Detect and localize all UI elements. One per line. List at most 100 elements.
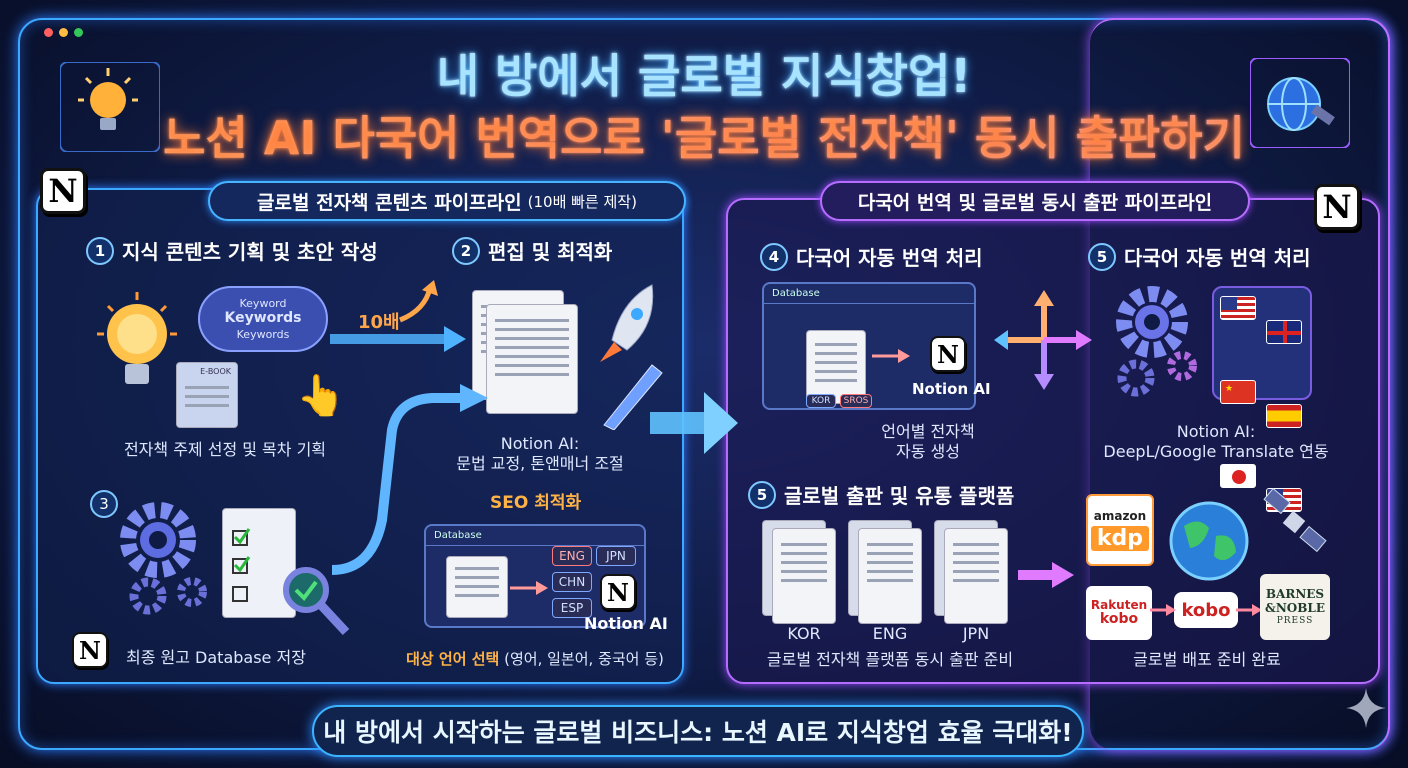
gear-icon xyxy=(1116,286,1197,397)
checklist-document xyxy=(222,508,296,618)
china-flag-icon: ★ xyxy=(1220,380,1256,404)
step5b-caption: 글로벌 전자책 플랫폼 동시 출판 준비 xyxy=(766,650,1014,669)
lightbulb-icon xyxy=(60,62,160,152)
gear-icon xyxy=(120,502,207,615)
step-number: 4 xyxy=(760,242,788,271)
step5a-caption: Notion AI: DeepL/Google Translate 연동 xyxy=(1076,422,1356,462)
green-dot xyxy=(74,28,83,37)
amazon-text: amazon xyxy=(1093,509,1147,523)
red-dot xyxy=(44,28,53,37)
db-caption: 대상 언어 선택 (영어, 일본어, 중국어 등) xyxy=(390,650,680,669)
bn-text2: &NOBLE xyxy=(1265,600,1325,615)
step-title: 다국어 자동 번역 처리 xyxy=(796,246,983,270)
sparkle-icon xyxy=(1346,688,1386,728)
language-tag: KOR xyxy=(806,394,836,408)
language-tag: JPN xyxy=(596,546,636,566)
barnes-noble-press-logo: BARNES &NOBLE PRESS xyxy=(1260,574,1330,640)
step5a-caption-line2: DeepL/Google Translate 연동 xyxy=(1103,442,1329,461)
step-title: 편집 및 최적화 xyxy=(488,240,613,264)
magnifier-icon xyxy=(283,567,350,636)
us-flag-icon xyxy=(1220,296,1256,320)
arrow-icon xyxy=(1236,604,1262,616)
step4-caption: 언어별 전자책 자동 생성 xyxy=(868,422,988,462)
cloud-word: Keywords xyxy=(236,327,290,341)
language-tag: SROS xyxy=(840,394,872,408)
step1-caption: 전자책 주제 선정 및 목차 기획 xyxy=(123,440,327,459)
rakuten-kobo-text: kobo xyxy=(1099,610,1139,627)
database-header: Database xyxy=(426,526,644,546)
kobo-logo: kobo xyxy=(1174,592,1238,628)
rocket-pen-icon xyxy=(600,284,663,430)
step4-heading: 4 다국어 자동 번역 처리 xyxy=(760,242,983,271)
cloud-word: Keyword xyxy=(239,296,287,310)
notion-logo-icon: N xyxy=(72,632,108,668)
doc-label: JPN xyxy=(962,624,990,643)
notion-logo-icon: N xyxy=(600,574,636,610)
notion-ai-label: Notion AI xyxy=(912,380,991,398)
step1-heading: 1 지식 콘텐츠 기획 및 초안 작성 xyxy=(86,236,378,265)
arrow-to-platforms xyxy=(1018,562,1074,588)
step5b-heading: 5 글로벌 출판 및 유통 플랫폼 xyxy=(748,480,1014,509)
cloud-word: Keywords xyxy=(224,310,302,327)
arrow-icon xyxy=(872,349,910,363)
checklist-icon xyxy=(232,528,251,602)
satellite-icon xyxy=(1263,487,1327,553)
main-subtitle: 노션 AI 다국어 번역으로 '글로벌 전자책' 동시 출판하기 xyxy=(0,102,1408,168)
step-number: 3 xyxy=(90,490,118,518)
language-tag: ESP xyxy=(552,598,592,618)
outer-frame-accent xyxy=(1090,18,1390,750)
step-number: 2 xyxy=(452,236,480,265)
document-icon xyxy=(858,528,922,624)
arrow-left-to-right xyxy=(650,392,738,454)
step-number: 5 xyxy=(748,480,776,509)
amazon-kdp-logo: amazon kdp xyxy=(1086,494,1154,566)
doc-label: KOR xyxy=(787,624,821,643)
uk-flag-icon xyxy=(1266,320,1302,344)
pointing-hand-icon: 👆 xyxy=(296,373,346,419)
bn-text1: BARNES xyxy=(1265,587,1325,602)
right-panel-header: 다국어 번역 및 글로벌 동시 출판 파이프라인 xyxy=(820,181,1250,221)
step2-caption: Notion AI: 문법 교정, 톤앤매너 조절 xyxy=(430,434,650,474)
step5a-caption-line1: Notion AI: xyxy=(1176,422,1256,441)
footer-banner: 내 방에서 시작하는 글로벌 비즈니스: 노션 AI로 지식창업 효율 극대화! xyxy=(312,705,1084,757)
doc-label: ENG xyxy=(872,624,908,643)
step-number: 1 xyxy=(86,236,114,265)
step2-caption-line2: 문법 교정, 톤앤매너 조절 xyxy=(456,454,624,473)
arrow-icon xyxy=(510,581,548,595)
ebook-label: E-BOOK xyxy=(200,367,231,376)
arrow-to-step2 xyxy=(330,280,466,352)
keyword-cloud: Keyword Keywords Keywords xyxy=(198,286,328,352)
left-header-note: (10배 빠른 제작) xyxy=(527,192,637,211)
document-icon xyxy=(446,556,508,618)
globe-satellite-icon xyxy=(1250,58,1350,148)
left-panel-header: 글로벌 전자책 콘텐츠 파이프라인 (10배 빠른 제작) xyxy=(208,181,686,221)
document-icon xyxy=(772,528,836,624)
speed-label: 10배 xyxy=(358,312,400,333)
document-icon xyxy=(486,304,578,414)
rakuten-kobo-logo: Rakuten kobo xyxy=(1086,586,1152,640)
db-caption-highlight: 대상 언어 선택 xyxy=(406,650,500,668)
language-tag: CHN xyxy=(552,572,592,592)
notion-logo-icon: N xyxy=(40,168,86,214)
notion-logo-icon: N xyxy=(1314,184,1360,230)
seo-label: SEO 최적화 xyxy=(490,493,582,513)
bidirectional-arrows-icon xyxy=(994,290,1092,390)
notion-ai-label: Notion AI xyxy=(584,614,668,633)
globe-icon xyxy=(1169,501,1249,581)
main-title: 내 방에서 글로벌 지식창업! xyxy=(436,49,972,103)
document-icon xyxy=(806,330,866,404)
arrow-icon xyxy=(1150,604,1176,616)
left-header-title: 글로벌 전자책 콘텐츠 파이프라인 xyxy=(257,191,522,214)
bn-text3: PRESS xyxy=(1276,615,1314,626)
notion-logo-icon: N xyxy=(930,336,966,372)
yellow-dot xyxy=(59,28,68,37)
rakuten-text: Rakuten xyxy=(1090,597,1148,612)
spain-flag-icon xyxy=(1266,404,1302,428)
db-caption-rest: (영어, 일본어, 중국어 등) xyxy=(504,650,664,668)
step2-heading: 2 편집 및 최적화 xyxy=(452,236,612,265)
document-icon xyxy=(944,528,1008,624)
kdp-text: kdp xyxy=(1090,526,1150,551)
ebook-document: E-BOOK xyxy=(176,362,238,428)
step4-caption-line2: 자동 생성 xyxy=(896,442,960,461)
lightbulb-icon xyxy=(97,292,177,384)
